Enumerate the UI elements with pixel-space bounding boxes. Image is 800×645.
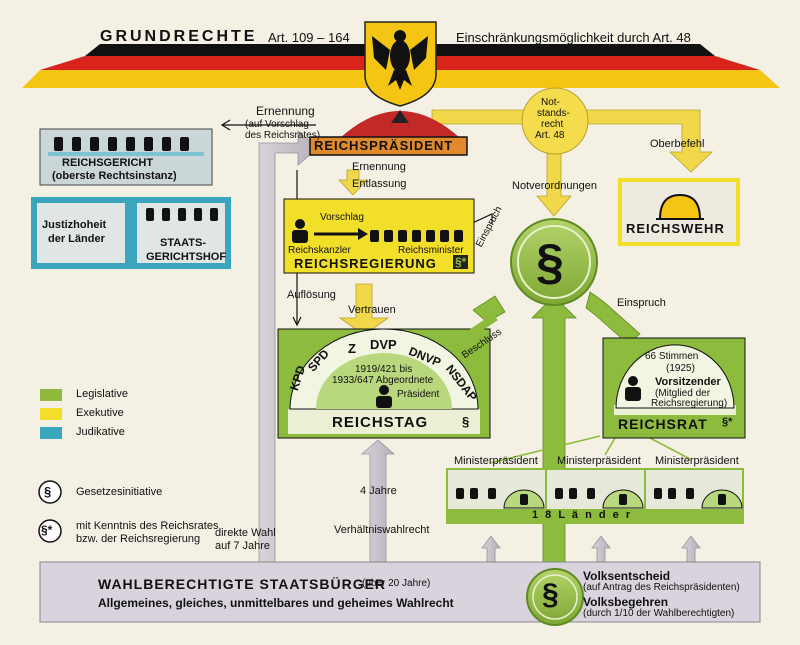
party-dvp: DVP — [370, 337, 397, 352]
wahl-subtitle: Allgemeines, gleiches, unmittelbares und… — [98, 596, 454, 610]
header-restriction: Einschränkungsmöglichkeit durch Art. 48 — [456, 30, 691, 45]
president-dome — [340, 111, 460, 138]
reichsgericht-title: REICHSGERICHT — [62, 157, 154, 169]
wahl-law-symbol: § — [542, 578, 559, 611]
cabinet-icons — [292, 219, 463, 243]
reichsrat-symbol: §* — [722, 416, 733, 428]
justiz-box — [31, 197, 131, 269]
reichsrat-vorsitz: Vorsitzender — [655, 376, 721, 388]
volksentscheid-circle — [526, 568, 584, 626]
einspruch-right-label: Einspruch — [617, 297, 666, 309]
land-minister-icons — [456, 488, 694, 499]
kanzler-label: Reichskanzler — [288, 245, 351, 256]
reichsgericht-subtitle: (oberste Rechtsinstanz) — [52, 170, 177, 182]
ernennung-2-label: Ernennung — [352, 161, 406, 173]
reichsrat-stimmen-1: 66 Stimmen — [645, 351, 699, 362]
chairman-icon — [625, 376, 641, 401]
legend-swatch-executive — [40, 408, 62, 420]
volksbegehren-note: (durch 1/10 der Wahlberechtigten) — [583, 608, 735, 619]
voters-band — [39, 561, 761, 623]
header-title: GRUNDRECHTE — [100, 28, 258, 45]
reichsrat-vorsitz-note-2: Reichsregierung) — [651, 398, 728, 409]
ministerpraesident-2: Ministerpräsident — [557, 455, 641, 467]
vorschlag-label: Vorschlag — [320, 212, 364, 223]
justiz-line-2: der Länder — [48, 233, 105, 245]
notstand-line-4: Art. 48 — [535, 130, 565, 141]
reichstag-title: REICHSTAG — [332, 414, 429, 431]
laender-label: 1 8 L ä n d e r — [532, 509, 633, 521]
president-box — [309, 136, 468, 156]
legend-legislative: Legislative — [76, 388, 128, 400]
legend-judicative: Judikative — [76, 426, 125, 438]
eagle-emblem-icon — [364, 21, 437, 107]
aufloesung-label: Auflösung — [287, 289, 336, 301]
reichstag-symbol: § — [462, 414, 470, 429]
notstand-line-2: stands- — [537, 108, 570, 119]
ernennung-note-1: (auf Vorschlag — [245, 119, 309, 130]
wahl-title: WAHLBERECHTIGTE STAATSBÜRGER — [98, 576, 387, 592]
vier-jahre-label: 4 Jahre — [360, 485, 397, 497]
ernennung-label: Ernennung — [256, 104, 315, 118]
entlassung-label: Entlassung — [352, 178, 407, 190]
staatsgerichtshof-line-2: GERICHTSHOF — [146, 251, 227, 263]
volksentscheid-note: (auf Antrag des Reichspräsidenten) — [583, 582, 740, 593]
direkte-wahl-line-2: auf 7 Jahre — [215, 540, 271, 552]
legend-executive: Exekutive — [76, 407, 124, 419]
header-articles: Art. 109 – 164 — [268, 30, 350, 45]
reichstag-seats-2: 1933/647 Abgeordnete — [332, 375, 434, 386]
reichsregierung-title: REICHSREGIERUNG — [294, 256, 437, 271]
law-symbol: § — [536, 234, 564, 290]
law-circle — [510, 218, 598, 306]
staatsgerichtshof-line-1: STAATS- — [160, 237, 207, 249]
legend-swatch-legislative — [40, 389, 62, 401]
legend-swatch-judicative — [40, 427, 62, 439]
party-z: Z — [348, 341, 356, 356]
legend-law-label: Gesetzesinitiative — [76, 486, 163, 498]
legend-law-star-line-1: mit Kenntnis des Reichsrates — [76, 520, 219, 532]
court-judges-icons — [146, 208, 218, 221]
legend-law-star-icon — [38, 519, 62, 543]
ministerpraesident-1: Ministerpräsident — [454, 455, 538, 467]
reichsrat-title: REICHSRAT — [618, 416, 708, 432]
minister-arrows — [489, 435, 691, 464]
reichstag-praesident: Präsident — [397, 389, 440, 400]
notverordnungen-label: Notverordnungen — [512, 180, 598, 192]
reichstag-president-icon — [376, 385, 392, 408]
notstandsrecht-circle — [521, 87, 589, 155]
judges-icons — [54, 137, 189, 151]
wahl-title-note: (über 20 Jahre) — [362, 578, 431, 589]
legend-law-icon — [38, 480, 62, 504]
legend-law-star-symbol: §* — [41, 523, 53, 537]
ernennung-note-2: des Reichsrates) — [245, 130, 321, 141]
verhaeltniswahl-label: Verhältniswahlrecht — [334, 524, 430, 536]
reichsrat-stimmen-2: (1925) — [666, 363, 695, 374]
volksentscheid-title: Volksentscheid — [583, 569, 671, 583]
oberbefehl-label: Oberbefehl — [650, 138, 705, 150]
legend-law-star-line-2: bzw. der Reichsregierung — [76, 533, 201, 545]
ministerpraesident-3: Ministerpräsident — [655, 455, 739, 467]
direkte-wahl-line-1: direkte Wahl — [215, 527, 276, 539]
justiz-line-1: Justizhoheit — [42, 219, 107, 231]
reichsrat-vorsitz-note-1: (Mitglied der — [655, 388, 711, 399]
legend-law-symbol: § — [44, 484, 52, 499]
notstand-line-3: recht — [541, 119, 564, 130]
reichsregierung-symbol: §* — [453, 255, 469, 269]
reichswehr-label: REICHSWEHR — [626, 221, 725, 236]
president-label: REICHSPRÄSIDENT — [314, 138, 454, 153]
notstand-line-1: Not- — [541, 97, 560, 108]
reichstag-seats-1: 1919/421 bis — [355, 364, 413, 375]
helmet-icon — [658, 193, 702, 220]
vertrauen-label: Vertrauen — [348, 304, 396, 316]
volksbegehren-title: Volksbegehren — [583, 595, 669, 609]
minister-label: Reichsminister — [398, 245, 464, 256]
